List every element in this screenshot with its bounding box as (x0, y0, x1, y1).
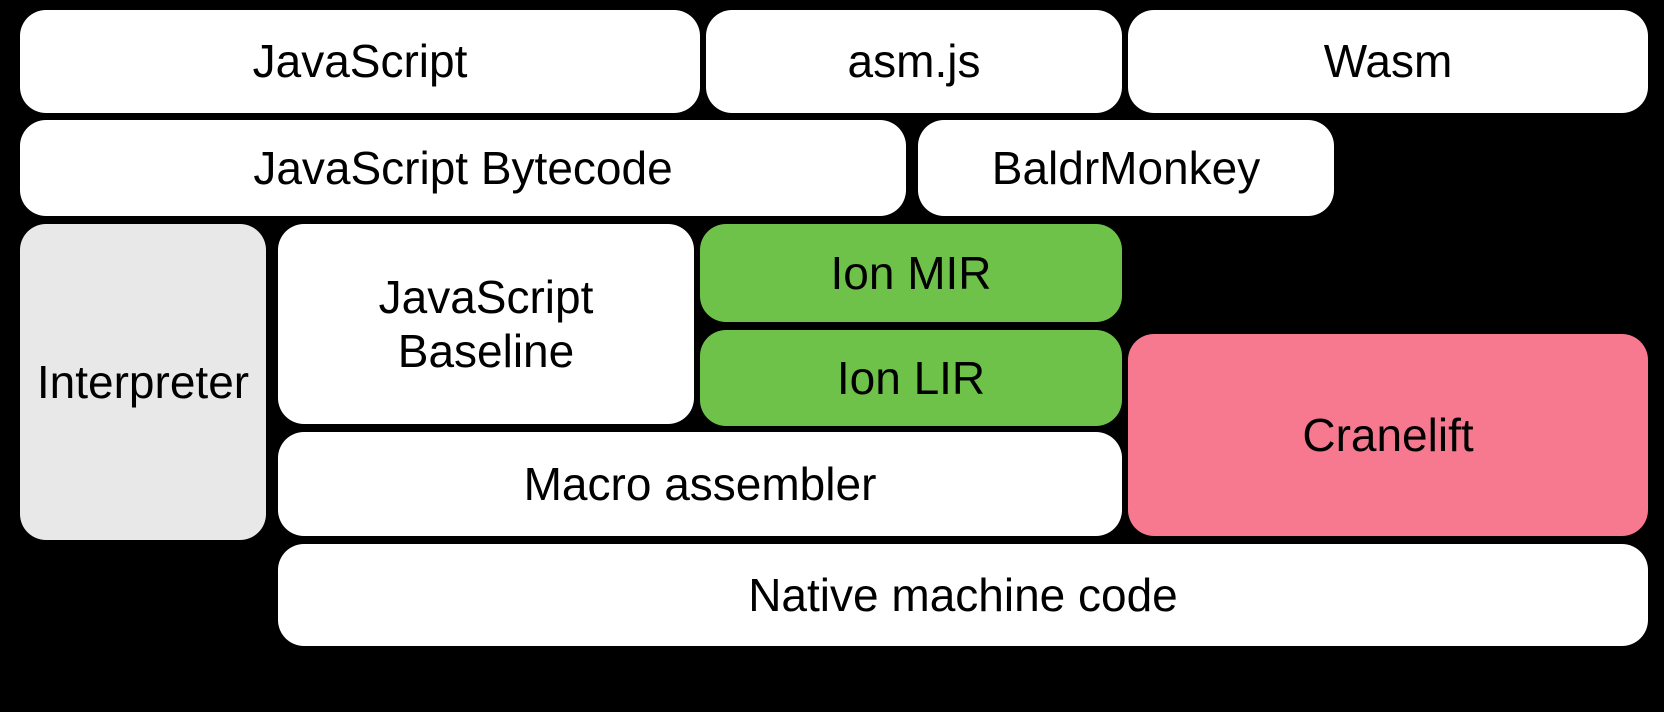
node-wasm[interactable]: Wasm (1128, 10, 1648, 113)
node-javascript[interactable]: JavaScript (20, 10, 700, 113)
node-javascript-baseline[interactable]: JavaScript Baseline (278, 224, 694, 424)
node-asmjs[interactable]: asm.js (706, 10, 1122, 113)
node-interpreter[interactable]: Interpreter (20, 224, 266, 540)
node-ion-mir[interactable]: Ion MIR (700, 224, 1122, 322)
node-macro-assembler[interactable]: Macro assembler (278, 432, 1122, 536)
node-ion-lir[interactable]: Ion LIR (700, 330, 1122, 426)
node-native-machine-code[interactable]: Native machine code (278, 544, 1648, 646)
node-cranelift[interactable]: Cranelift (1128, 334, 1648, 536)
node-javascript-bytecode[interactable]: JavaScript Bytecode (20, 120, 906, 216)
node-baldrmonkey[interactable]: BaldrMonkey (918, 120, 1334, 216)
